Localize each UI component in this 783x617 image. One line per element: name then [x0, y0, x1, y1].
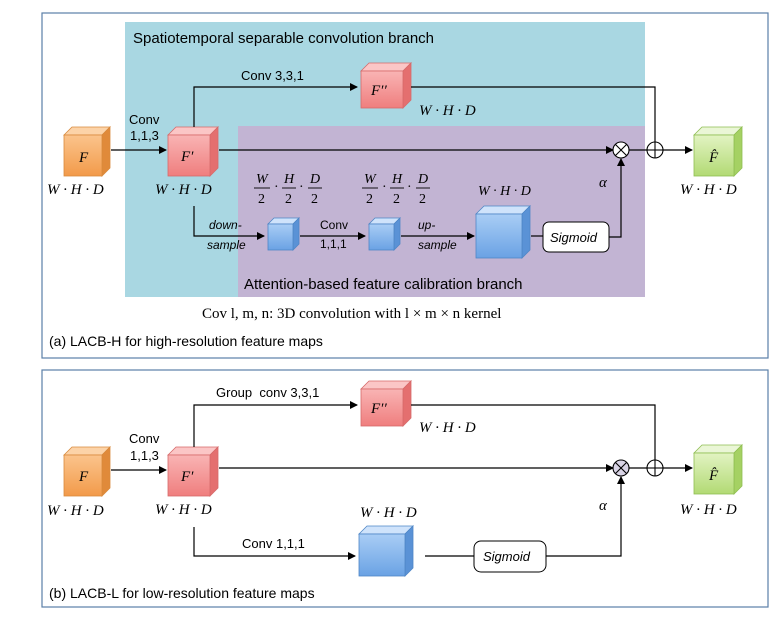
sigmoid-label-b: Sigmoid — [483, 549, 531, 564]
output-dim-label-b: W · H · D — [680, 502, 737, 518]
input-cube-f — [63, 126, 111, 177]
output-cube-fhat — [693, 126, 743, 177]
sigmoid-label-a: Sigmoid — [550, 230, 598, 245]
fprime-cube-b — [167, 446, 219, 497]
upsample-label-line2: sample — [418, 238, 457, 252]
blue-dim-label-b: W · H · D — [360, 505, 417, 521]
half-dims-1-h-den: 2 — [285, 192, 292, 207]
half-dims-2-d: D — [417, 172, 428, 187]
half-dims-2-d-den: 2 — [419, 192, 426, 207]
fprime-label-b: F′ — [180, 469, 194, 485]
fdouble-dim-label: W · H · D — [419, 103, 476, 119]
half-dims-1-d: D — [309, 172, 320, 187]
sum-operator — [646, 141, 664, 159]
downsample-label-line1: down- — [209, 218, 242, 232]
fprime-cube — [167, 126, 219, 177]
half-dims-2: W 2 · H 2 · D 2 — [362, 172, 430, 207]
conv111-a-line2: 1,1,1 — [320, 237, 347, 251]
fdouble-dim-label-b: W · H · D — [419, 420, 476, 436]
half-dims-1-h: H — [283, 172, 295, 187]
conv113-label-line2: 1,1,3 — [130, 128, 159, 143]
conv113-b-line2: 1,1,3 — [130, 448, 159, 463]
upsample-label-line1: up- — [418, 218, 435, 232]
attention-branch-region — [238, 126, 645, 297]
path-sigmoid-to-multiply-b — [546, 476, 625, 557]
half-dims-1-w: W — [256, 172, 269, 187]
fprime-dim-label: W · H · D — [155, 182, 212, 198]
fprime-label: F′ — [180, 149, 194, 165]
path-fprime-to-fdouble — [193, 83, 358, 127]
half-dims-1: W 2 · H 2 · D 2 — [254, 172, 322, 207]
path-fdouble-to-sum-b — [411, 404, 656, 460]
fdouble-cube — [360, 62, 412, 109]
alpha-label-a: α — [599, 175, 608, 191]
half-dims-2-h-den: 2 — [393, 192, 400, 207]
half-dims-1-d-den: 2 — [311, 192, 318, 207]
upsampled-cube — [475, 205, 531, 259]
conv-output-cube-b — [358, 525, 414, 577]
path-fprime-to-blue-b — [193, 527, 356, 560]
half-dims-2-w: W — [364, 172, 377, 187]
half-dims-2-h: H — [391, 172, 403, 187]
svg-text:·: · — [407, 180, 412, 195]
svg-text:·: · — [274, 180, 279, 195]
panel-a-caption: (a) LACB-H for high-resolution feature m… — [49, 333, 323, 349]
output-cube-fhat-b — [693, 444, 743, 495]
path-fdouble-to-sum — [411, 86, 656, 142]
downsampled-cube — [267, 217, 300, 251]
panel-b-caption: (b) LACB-L for low-resolution feature ma… — [49, 585, 315, 601]
upsampled-dim-label: W · H · D — [478, 184, 531, 199]
output-fhat-label: F̂ — [708, 150, 719, 166]
fdouble-cube-b — [360, 380, 412, 427]
conv-notation-note: Cov l, m, n: 3D convolution with l × m ×… — [202, 306, 501, 322]
group-conv-label: Group conv 3,3,1 — [216, 385, 319, 400]
path-sigmoid-to-multiply — [609, 158, 625, 238]
output-dim-label: W · H · D — [680, 182, 737, 198]
input-f-label-b: F — [78, 469, 89, 485]
conv113-b-line1: Conv — [129, 431, 160, 446]
downsample-label-line2: sample — [207, 238, 246, 252]
half-dims-2-w-den: 2 — [366, 192, 373, 207]
conv-output-cube — [368, 217, 401, 251]
input-dim-label: W · H · D — [47, 182, 104, 198]
half-dims-1-w-den: 2 — [258, 192, 265, 207]
path-fprime-to-downsample — [193, 206, 265, 240]
conv111-a-line1: Conv — [320, 218, 348, 232]
conv113-label-line1: Conv — [129, 112, 160, 127]
multiply-operator-b — [612, 459, 630, 477]
svg-text:·: · — [382, 180, 387, 195]
attention-branch-title: Attention-based feature calibration bran… — [244, 276, 523, 293]
input-dim-label-b: W · H · D — [47, 503, 104, 519]
fdouble-label: F′′ — [370, 83, 387, 99]
path-fprime-to-fdouble-b — [193, 401, 358, 447]
svg-text:·: · — [299, 180, 304, 195]
sum-operator-b — [646, 459, 664, 477]
output-fhat-label-b: F̂ — [708, 468, 719, 484]
conv331-label: Conv 3,3,1 — [241, 68, 304, 83]
input-f-label: F — [78, 150, 89, 166]
alpha-label-b: α — [599, 498, 608, 514]
fdouble-label-b: F′′ — [370, 401, 387, 417]
multiply-operator — [612, 141, 630, 159]
spatiotemporal-branch-title: Spatiotemporal separable convolution bra… — [133, 30, 434, 47]
fprime-dim-label-b: W · H · D — [155, 502, 212, 518]
input-cube-f-b — [63, 446, 111, 497]
conv111-b-label: Conv 1,1,1 — [242, 536, 305, 551]
